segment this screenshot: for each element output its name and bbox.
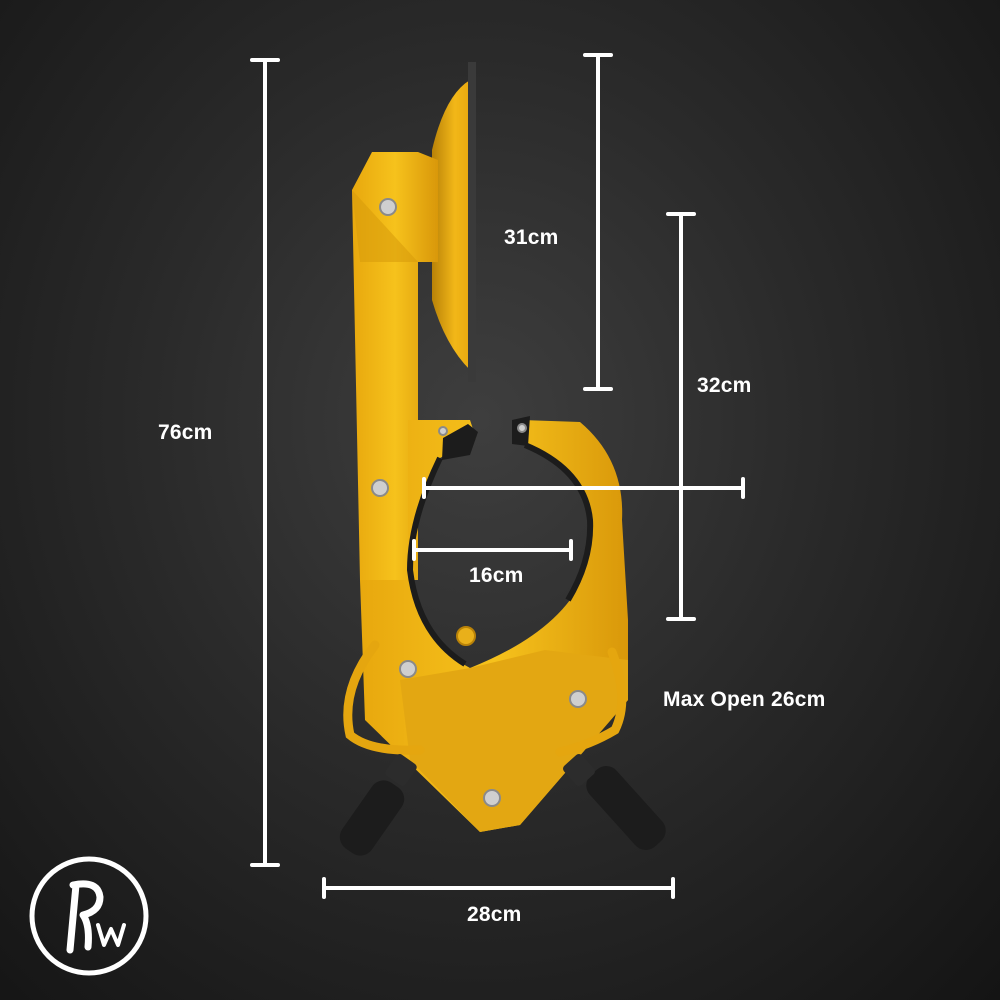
inner-width-cap-left (412, 539, 416, 561)
height-label: 76cm (158, 421, 213, 444)
height-dimension-cap-bottom (250, 863, 280, 867)
base-width-cap-left (322, 877, 326, 899)
hub-plate-rim (468, 62, 476, 382)
plate-dimension-line (596, 55, 600, 390)
left-jaw-pad (442, 424, 478, 460)
plate-height-label: 31cm (504, 226, 559, 249)
lock-icon (456, 626, 476, 646)
right-handle (555, 647, 627, 757)
clamp-dimension-cap-bottom (666, 617, 696, 621)
max-open-label: Max Open 26cm (663, 688, 826, 711)
plate-dimension-cap-top (583, 53, 613, 57)
clamp-dimension-line (679, 214, 683, 620)
brand-logo (29, 856, 149, 976)
plate-dimension-cap-bottom (583, 387, 613, 391)
left-grip (339, 754, 417, 856)
base-width-cap-right (671, 877, 675, 899)
inner-width-dimension-line (414, 548, 572, 552)
left-handle (343, 640, 425, 755)
right-liner (523, 442, 594, 602)
base-width-label: 28cm (467, 903, 522, 926)
height-dimension-cap-top (250, 58, 280, 62)
inner-width-cap-right (569, 539, 573, 561)
clamp-height-label: 32cm (697, 374, 752, 397)
base-width-dimension-line (324, 886, 674, 890)
height-dimension-line (263, 60, 267, 866)
hub-plate (432, 80, 470, 370)
bolts (371, 198, 587, 807)
clamp-dimension-cap-top (666, 212, 696, 216)
max-open-cap-left (422, 477, 426, 499)
max-open-dimension-line (424, 486, 744, 490)
arm-shadow (352, 190, 418, 262)
inner-width-label: 16cm (469, 564, 524, 587)
right-grip (563, 753, 666, 850)
max-open-cap-right (741, 477, 745, 499)
